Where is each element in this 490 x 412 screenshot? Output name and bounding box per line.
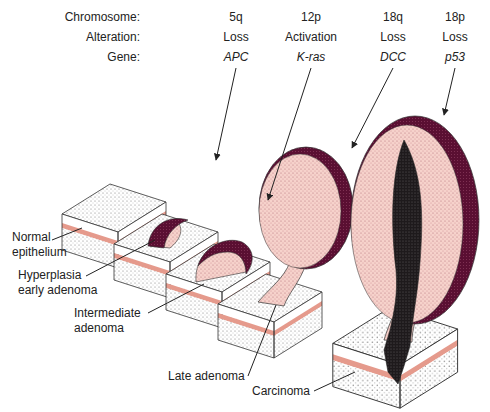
- gene-name: K-ras: [297, 50, 326, 65]
- chromosome-arm: 18q: [383, 10, 403, 25]
- alteration-type: Loss: [380, 30, 405, 45]
- dysplastic-rim: [148, 218, 188, 248]
- polyp-head: [259, 154, 341, 268]
- pointer-arrow: [268, 68, 311, 200]
- stage-label: Intermediate adenoma: [74, 306, 154, 336]
- chromosome-arm: 12p: [301, 10, 321, 25]
- chromosome-arm: 5q: [229, 10, 242, 25]
- alteration-type: Loss: [442, 30, 467, 45]
- row-heading: Chromosome:: [65, 10, 140, 25]
- stage-label: Normal epithelium: [12, 230, 76, 260]
- pointer-arrow: [216, 68, 236, 160]
- stage-label: Late adenoma: [168, 369, 245, 384]
- tissue-block: [218, 274, 322, 358]
- leader-line: [314, 372, 355, 391]
- row-heading: Gene:: [107, 50, 140, 65]
- pointer-arrow: [352, 68, 393, 148]
- gene-name: APC: [224, 50, 249, 65]
- gene-name: DCC: [380, 50, 406, 65]
- leader-line: [86, 240, 155, 276]
- leader-line: [148, 284, 204, 313]
- row-heading: Alteration:: [86, 30, 140, 45]
- alteration-type: Activation: [285, 30, 337, 45]
- gene-name: p53: [445, 50, 465, 65]
- dysplastic-rim: [259, 147, 353, 269]
- stage-label: Hyperplasia early adenoma: [18, 268, 106, 298]
- invasive-core: [384, 140, 422, 384]
- chromosome-arm: 18p: [445, 10, 465, 25]
- leader-line: [248, 305, 276, 376]
- alteration-type: Loss: [223, 30, 248, 45]
- dysplastic-rim: [198, 240, 252, 274]
- pointer-arrow: [444, 68, 455, 115]
- stage-label: Carcinoma: [252, 384, 310, 399]
- leader-line: [52, 228, 82, 240]
